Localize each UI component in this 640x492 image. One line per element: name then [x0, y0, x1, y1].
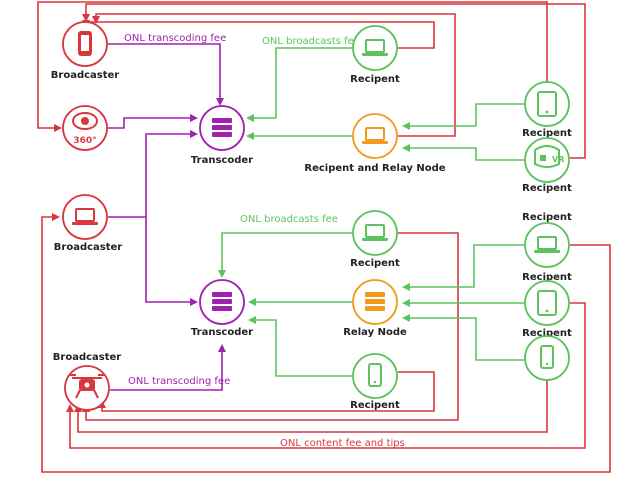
- node-broadcaster-mid: Broadcaster: [54, 194, 123, 253]
- node-label: Recipent: [350, 258, 400, 269]
- laptop-icon: [72, 208, 98, 225]
- tablet-icon: [537, 91, 557, 117]
- edge-purple-broadcaster-mid-to-transcoder-bottom: [145, 217, 198, 306]
- edge-green-recipient-top-to-transcoder: [246, 47, 352, 122]
- edge-red-phone-right-to-drone: [74, 380, 548, 433]
- node-recipient-tablet-top: Recipent: [522, 81, 572, 139]
- node-relay-bottom: Relay Node: [343, 279, 407, 338]
- edge-green-vr-to-relay: [402, 144, 524, 161]
- edge-green-laptop-right-to-relay: [402, 244, 524, 291]
- tablet-icon: [537, 290, 557, 316]
- node-label: Recipent: [522, 128, 572, 139]
- edge-red-vr-to-broadcaster: [82, 3, 586, 159]
- edge-purple-broadcaster-to-transcoder-top: [108, 43, 224, 106]
- node-label: Recipent: [350, 400, 400, 411]
- node-recipient-laptop-right: Recipent: [522, 222, 572, 283]
- vr-headset-icon: VR: [534, 145, 564, 168]
- node-recipient-top: Recipent: [350, 25, 400, 85]
- edge-label-transcoding-top: ONL transcoding fee: [124, 33, 226, 44]
- 360-camera-icon: 360°: [72, 112, 98, 146]
- node-recipient-mid: Recipent: [350, 210, 400, 269]
- edge-purple-360-to-transcoder-top: [108, 114, 198, 129]
- node-transcoder-top: Transcoder: [191, 105, 253, 166]
- node-label: Recipent: [350, 74, 400, 85]
- node-recipient-bottom: Recipent: [350, 353, 400, 411]
- edge-green-tablet-to-relay: [402, 103, 524, 130]
- node-label: Transcoder: [191, 327, 253, 338]
- 360-badge: 360°: [73, 136, 96, 146]
- edge-label-content-fee: ONL content fee and tips: [280, 438, 405, 449]
- laptop-icon: [362, 224, 388, 241]
- node-recipient-vr: VR Recipent: [522, 137, 572, 194]
- node-label: Broadcaster: [51, 70, 120, 81]
- phone-icon: [540, 345, 554, 369]
- node-label: Transcoder: [191, 155, 253, 166]
- drone-camera-icon: [70, 374, 104, 399]
- edge-green-recipient-mid-to-transcoder: [218, 232, 352, 278]
- edge-red-recipient-mid-to-drone: [82, 232, 459, 421]
- node-broadcaster-drone: Broadcaster: [53, 352, 122, 411]
- laptop-icon: [362, 39, 388, 56]
- edge-green-phone-right-to-relay: [402, 314, 524, 361]
- phone-icon: [368, 363, 382, 387]
- laptop-icon: [362, 127, 388, 144]
- green-edges: [218, 47, 524, 377]
- node-360-camera: 360°: [62, 105, 108, 151]
- edge-red-recipient-bottom-to-drone: [98, 371, 435, 412]
- node-transcoder-bottom: Transcoder: [191, 279, 253, 338]
- node-broadcaster-top: Broadcaster: [51, 21, 120, 81]
- edge-label-broadcasts-top: ONL broadcasts fee: [262, 36, 360, 47]
- edge-label-transcoding-bottom: ONL transcoding fee: [128, 376, 230, 387]
- purple-edges: [108, 43, 226, 391]
- node-recipient-right-title: Recipent: [522, 212, 572, 223]
- node-label: Broadcaster: [53, 352, 122, 363]
- edge-purple-drone-to-transcoder-bottom: [110, 344, 226, 391]
- server-stack-icon: [212, 292, 232, 311]
- red-edges: [37, 1, 611, 473]
- node-label: Broadcaster: [54, 242, 123, 253]
- node-recipient-phone-right: [524, 335, 570, 381]
- node-label: Relay Node: [343, 327, 407, 338]
- edge-red-laptop-right-to-broadcaster-mid: [41, 213, 611, 473]
- edge-purple-broadcaster-mid-to-transcoder-top: [108, 130, 198, 218]
- edge-red-relay-to-broadcaster: [92, 13, 456, 137]
- node-label: Recipent: [522, 272, 572, 283]
- edge-green-recipient-bottom-to-transcoder: [248, 316, 352, 377]
- node-label: Recipent and Relay Node: [304, 163, 445, 174]
- edge-red-tablet-right-to-drone: [66, 302, 586, 449]
- server-stack-icon: [365, 292, 385, 311]
- node-relay-top: Recipent and Relay Node: [304, 113, 446, 174]
- server-stack-icon: [212, 118, 232, 137]
- vr-badge: VR: [552, 155, 564, 164]
- edge-red-tablet-to-broadcaster: [37, 1, 548, 132]
- node-label: Recipent: [522, 328, 572, 339]
- node-label: Recipent: [522, 183, 572, 194]
- phone-icon: [78, 31, 92, 56]
- laptop-icon: [534, 236, 560, 253]
- edge-label-broadcasts-mid: ONL broadcasts fee: [240, 214, 338, 225]
- node-recipient-tablet-right: Recipent: [522, 280, 572, 339]
